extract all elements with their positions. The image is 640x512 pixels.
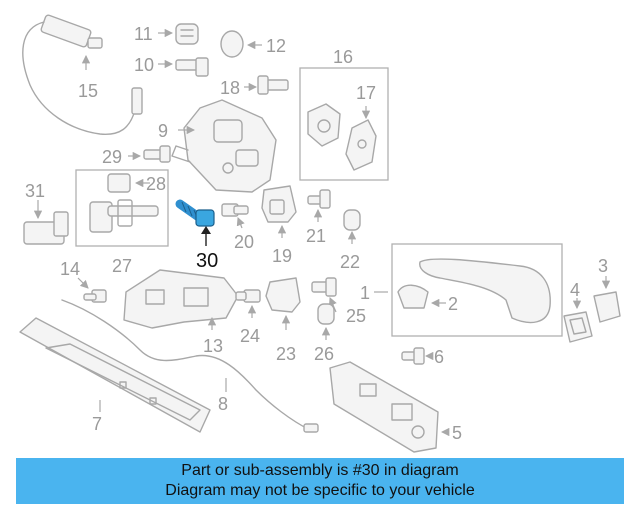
part-5-handle-bracket (329, 361, 439, 453)
part-24-bolt (235, 289, 261, 303)
part-10-bolt (175, 57, 209, 77)
callout-25: 25 (346, 306, 366, 326)
part-28-bushing (107, 173, 131, 193)
banner-line-2: Diagram may not be specific to your vehi… (165, 482, 475, 499)
callout-18: 18 (220, 78, 240, 98)
callout-2: 2 (448, 294, 458, 314)
part-11-cap (175, 23, 199, 45)
callout-1: 1 (360, 283, 370, 303)
callout-6: 6 (434, 347, 444, 367)
callout-30: 30 (196, 250, 218, 272)
callout-10: 10 (134, 55, 154, 75)
part-2-handle-cover (397, 284, 429, 309)
callout-8: 8 (218, 394, 228, 414)
callout-27: 27 (112, 256, 132, 276)
callout-11: 11 (134, 24, 153, 44)
part-13-handle-frame (123, 269, 239, 329)
callout-20: 20 (234, 232, 254, 252)
part-22-bushing (343, 209, 361, 231)
part-14-bolt (83, 289, 107, 303)
callout-9: 9 (158, 121, 168, 141)
part-15-cable (22, 14, 143, 135)
parts-diagram: 15 11 12 10 18 9 16 (19, 14, 621, 453)
part-21-bolt (307, 189, 331, 209)
part-30-bolt-highlighted (175, 199, 215, 227)
part-6-screw (401, 347, 425, 365)
part-17-pad (345, 119, 377, 171)
frame-1 (391, 243, 563, 337)
part-27-check-arm (89, 199, 159, 233)
part-16-bracket (307, 103, 341, 147)
part-4-gasket (563, 311, 593, 343)
part-20-bolt (221, 203, 249, 217)
callout-26: 26 (314, 344, 334, 364)
callout-13: 13 (203, 336, 223, 356)
callout-12: 12 (266, 36, 286, 56)
part-8-cable (61, 299, 319, 433)
callout-31: 31 (25, 181, 45, 201)
part-19-hinge-bracket (261, 185, 297, 223)
part-25-bolt (311, 277, 337, 297)
callout-19: 19 (272, 246, 292, 266)
part-18-bolt (257, 75, 289, 95)
callout-21: 21 (306, 226, 326, 246)
frame-27 (75, 169, 169, 247)
part-9-lock-actuator (171, 99, 277, 193)
callout-22: 22 (340, 252, 360, 272)
part-26-bushing (317, 303, 335, 325)
part-29-bolt (143, 145, 171, 163)
part-31-striker (23, 211, 69, 245)
info-banner: Part or sub-assembly is #30 in diagram D… (16, 458, 624, 504)
callout-4: 4 (570, 280, 580, 300)
callout-7: 7 (92, 414, 102, 434)
callout-15: 15 (78, 81, 98, 101)
callout-3: 3 (598, 256, 608, 276)
callout-28: 28 (146, 174, 166, 194)
callout-5: 5 (452, 423, 462, 443)
part-1-outer-handle (419, 258, 551, 324)
callout-14: 14 (60, 259, 80, 279)
frame-16 (299, 67, 389, 181)
callout-24: 24 (240, 326, 260, 346)
callout-29: 29 (102, 147, 122, 167)
part-23-hinge-bracket (265, 277, 301, 313)
part-7-trim-panel (19, 317, 211, 433)
callout-17: 17 (356, 83, 376, 103)
part-3-key-cylinder-cap (593, 291, 621, 323)
callout-16: 16 (333, 47, 353, 67)
banner-line-1: Part or sub-assembly is #30 in diagram (181, 462, 459, 479)
callout-23: 23 (276, 344, 296, 364)
part-12-plug (220, 30, 244, 58)
